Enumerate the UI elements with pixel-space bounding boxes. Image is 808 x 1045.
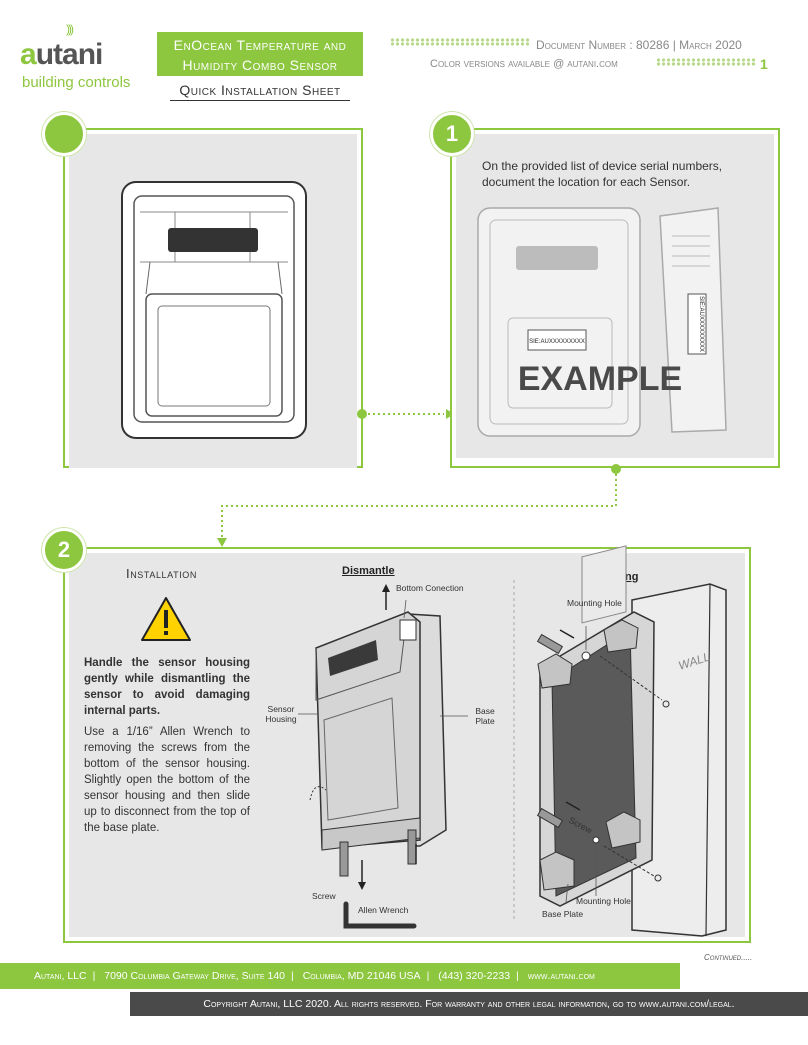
label-base-plate: Base Plate [475, 706, 495, 726]
logo-tagline: building controls [22, 74, 131, 91]
logo-wordmark: autani [20, 38, 104, 72]
footer-phone: (443) 320-2233 [438, 970, 511, 982]
serial-label-side: SIE:AUXXXXXXXXX [698, 296, 704, 352]
label-mounting-hole-bottom: Mounting Hole [576, 896, 631, 906]
footer-website-link[interactable]: www.autani.com [527, 970, 595, 982]
product-title-line2: Humidity Combo Sensor [182, 57, 338, 73]
step1-instruction: On the provided list of device serial nu… [482, 159, 723, 189]
installation-title: Installation [126, 566, 197, 581]
header-dot-rule-2 [656, 58, 756, 66]
color-versions-note: Color versions available @ autani.com [430, 58, 618, 70]
warning-text: Handle the sensor housing gently while d… [84, 657, 250, 717]
header-dot-rule [390, 38, 530, 46]
sheet-subtitle: Quick Installation Sheet [179, 82, 341, 98]
warning-triangle-icon [141, 597, 191, 641]
dismantle-title: Dismantle [342, 565, 395, 577]
document-number: Document Number : 80286 | March 2020 [536, 38, 742, 52]
subtitle-underline [170, 100, 350, 101]
installation-instructions: Use a 1/16” Allen Wrench to removing the… [84, 726, 250, 834]
example-watermark: EXAMPLE [518, 360, 682, 398]
step2-number: 2 [42, 528, 86, 572]
label-mounting-hole-top: Mounting Hole [567, 598, 622, 608]
page-number: 1 [760, 56, 768, 72]
logo-name: utani [35, 38, 104, 71]
footer-city: Columbia, MD 21046 USA [302, 970, 421, 982]
contact-footer: Autani, LLC| 7090 Columbia Gateway Drive… [0, 963, 680, 989]
continued-note: Continued..... [704, 953, 753, 962]
label-screw: Screw [312, 891, 336, 901]
serial-label-front: SIE:AUXXXXXXXXX [529, 339, 585, 345]
wifi-signal-icon: ))) [66, 22, 74, 36]
label-sensor-housing: Sensor Housing [265, 704, 297, 724]
copyright-footer: Copyright Autani, LLC 2020. All rights r… [130, 992, 808, 1016]
product-title-line1: EnOcean Temperature and [173, 37, 347, 53]
autani-logo: ))) autani building controls [20, 18, 150, 91]
product-title-box: EnOcean Temperature and Humidity Combo S… [157, 32, 363, 76]
label-base-plate-mount: Base Plate [542, 909, 584, 919]
footer-address: 7090 Columbia Gateway Drive, Suite 140 [104, 970, 286, 982]
footer-company: Autani, LLC [34, 970, 87, 982]
sensor-panel-marker [42, 112, 86, 156]
logo-letter-a: a [20, 38, 37, 71]
label-allen-wrench: Allen Wrench [358, 905, 409, 915]
label-bottom-connection: Bottom Conection [396, 583, 464, 593]
step1-number: 1 [430, 112, 474, 156]
